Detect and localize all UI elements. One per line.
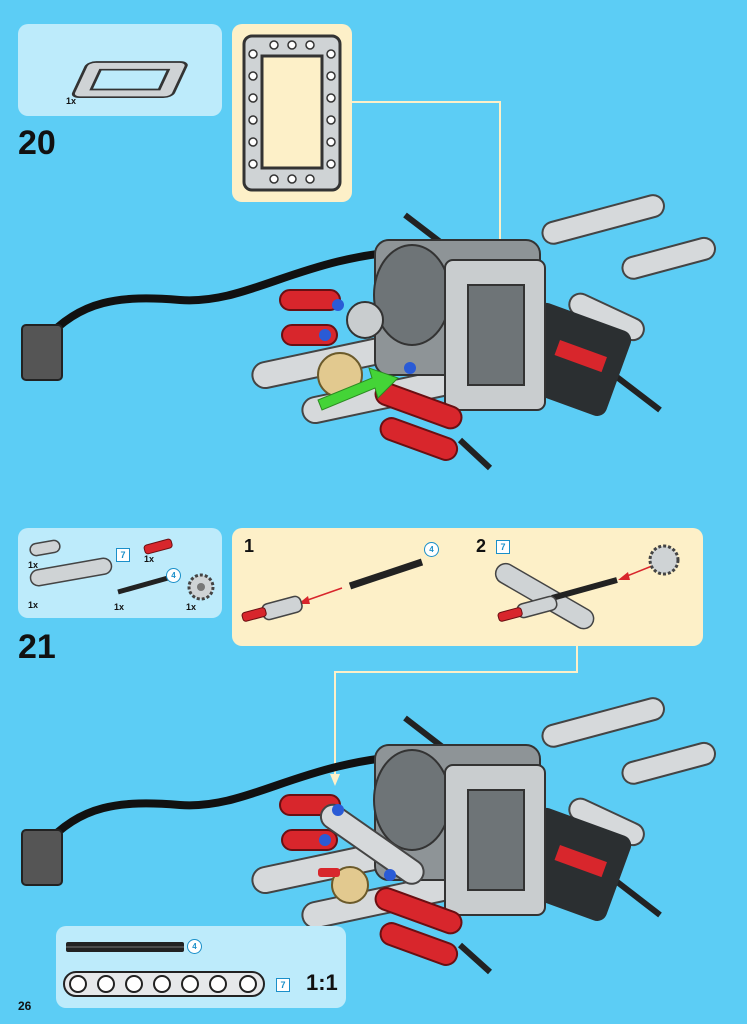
substep2-illustration [494,544,680,630]
substep2-number: 2 [476,536,487,556]
axle-connector-part-icon [29,539,61,557]
axle-length-label: 4 [166,568,181,583]
frame-detail-icon [242,34,342,192]
step21-part4-qty: 1x [186,602,197,612]
beam-length-label: 7 [116,548,130,562]
step21-part2-qty: 1x [144,554,155,564]
step21-subassembly-panel: 1 4 2 7 [232,528,703,646]
gear-part-icon [187,573,215,601]
page-number: 26 [18,999,32,1013]
frame-part-icon [71,61,188,99]
axle-pin-red-part-icon [143,538,173,555]
scale-reference-panel: 4 7 1:1 [56,926,346,1008]
scale-ratio: 1:1 [306,970,338,995]
scale-beam-length-label: 7 [276,978,290,992]
step21-part1-qty: 1x [28,600,39,610]
substep2-beam-length-label: 7 [496,540,510,554]
beam-7-part-icon [29,557,113,587]
scale-axle-length-label: 4 [187,939,202,954]
step20-frame-qty: 1x [66,96,77,106]
step20-parts-panel: 1x [18,24,222,116]
step21-part3-qty: 1x [114,602,125,612]
substep1-number: 1 [244,536,255,556]
step20-callout [232,24,352,202]
scale-axle-icon [66,942,184,952]
step21-part0-qty: 1x [28,560,39,570]
step20-number: 20 [18,124,56,162]
axle-4-part-icon [117,575,169,595]
substep1-illustration [241,558,424,622]
substep1-axle-length-label: 4 [424,542,439,557]
scale-beam-icon [63,971,265,997]
step21-parts-panel: 1x 1x 7 1x 4 1x 1x [18,528,222,618]
step21-number: 21 [18,628,56,666]
